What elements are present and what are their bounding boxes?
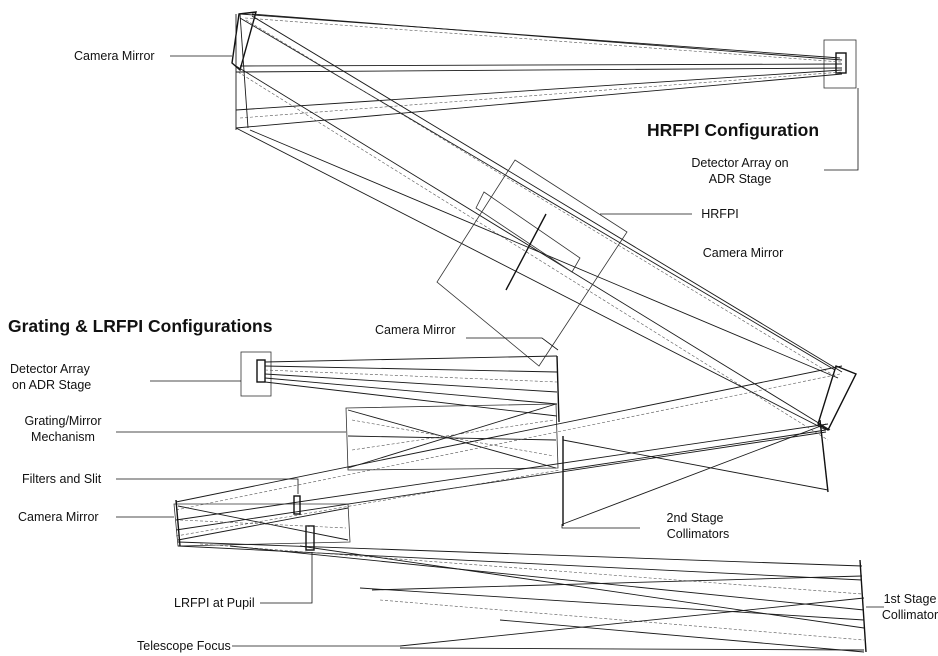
left-camera-mirror-box — [173, 503, 351, 547]
label-detector-lower-line2: on ADR Stage — [12, 378, 91, 392]
label-telescope-focus: Telescope Focus — [137, 639, 231, 653]
hrfpi-fold-mirror — [817, 365, 857, 431]
second-stage-collimator-right — [819, 419, 829, 493]
hrfpi-beam-path — [231, 11, 857, 441]
grating-beam-path — [173, 351, 867, 653]
label-first-stage-line1: 1st Stage — [884, 592, 937, 606]
left-camera-mirror — [175, 499, 181, 547]
label-detector-top-line2: ADR Stage — [709, 172, 772, 186]
grating-configuration-heading: Grating & LRFPI Configurations — [8, 316, 273, 336]
label-first-stage-line2: Collimator — [882, 608, 938, 622]
top-camera-mirror — [231, 11, 257, 72]
filters-slit-element — [293, 495, 301, 515]
label-camera-mirror-top: Camera Mirror — [74, 49, 155, 63]
hrfpi-etalon — [505, 213, 547, 291]
label-detector-lower-line1: Detector Array — [10, 362, 91, 376]
lower-detector-array — [256, 359, 266, 383]
leader-lines — [116, 55, 884, 647]
top-detector-array — [835, 52, 847, 74]
label-camera-mirror-mid: Camera Mirror — [703, 246, 784, 260]
label-camera-mirror-left: Camera Mirror — [18, 510, 99, 524]
lower-camera-mirror — [556, 355, 560, 423]
hrfpi-configuration-heading: HRFPI Configuration — [647, 120, 819, 140]
hrfpi-etalon-plate — [475, 191, 581, 273]
label-second-stage-line1: 2nd Stage — [667, 511, 724, 525]
first-stage-collimator — [859, 559, 867, 653]
label-lrfpi: LRFPI at Pupil — [174, 596, 255, 610]
label-detector-top-line1: Detector Array on — [691, 156, 788, 170]
grating-mirror-box — [345, 403, 559, 471]
label-grating-line2: Mechanism — [31, 430, 95, 444]
label-second-stage-line2: Collimators — [667, 527, 730, 541]
label-grating-line1: Grating/Mirror — [24, 414, 101, 428]
label-hrfpi: HRFPI — [701, 207, 739, 221]
label-camera-mirror-lower: Camera Mirror — [375, 323, 456, 337]
label-filters-slit: Filters and Slit — [22, 472, 102, 486]
hrfpi-outer-box — [436, 159, 628, 367]
